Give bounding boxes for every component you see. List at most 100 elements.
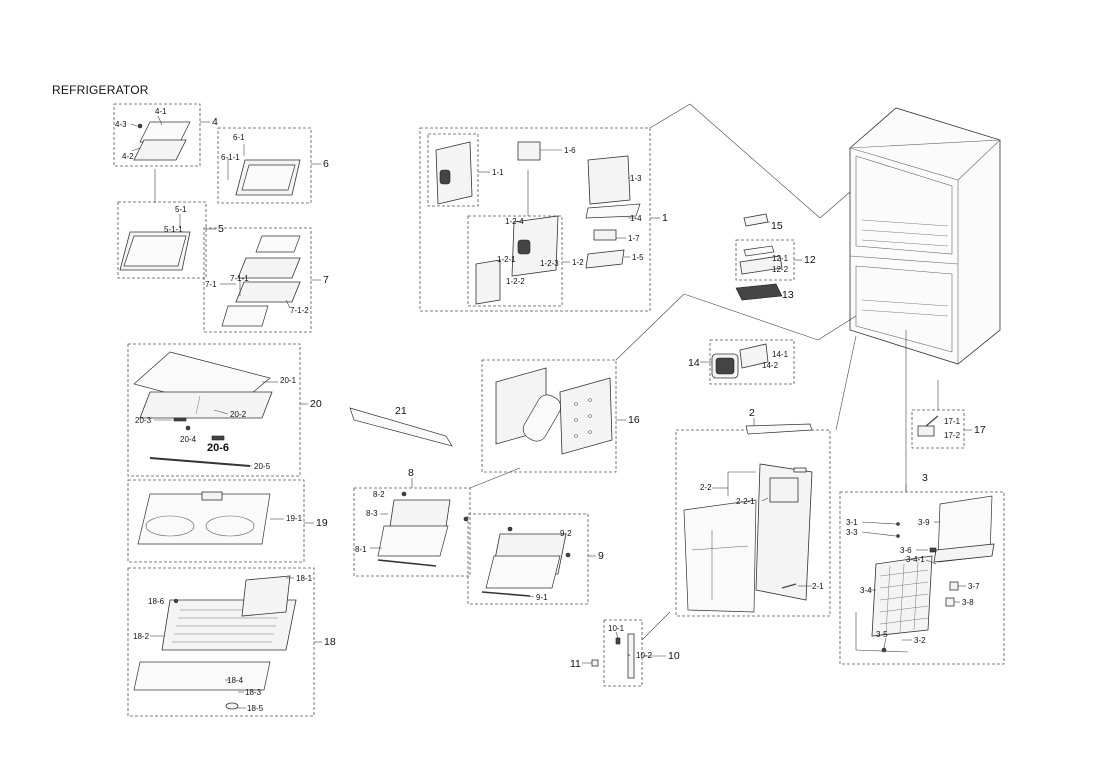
part-11	[591, 659, 599, 667]
refrigerator-cabinet	[849, 107, 1001, 365]
callout-4: 4	[212, 116, 218, 128]
callout-6-1-1: 6-1-1	[221, 153, 240, 162]
part-group-12: 12 12-1 12-2	[735, 239, 816, 281]
callout-9-1: 9-1	[536, 593, 548, 602]
callout-7: 7	[323, 274, 329, 286]
part-3-8	[945, 597, 955, 607]
callout-1-3: 1-3	[630, 174, 642, 183]
callout-18-1: 18-1	[296, 574, 313, 583]
part-20-6	[211, 435, 225, 441]
callout-5-1-1: 5-1-1	[164, 225, 183, 234]
callout-4-1: 4-1	[155, 107, 167, 116]
part-1-5	[585, 249, 625, 269]
callout-2-2: 2-2	[700, 483, 712, 492]
callout-8: 8	[408, 467, 414, 479]
callout-18: 18	[324, 636, 336, 648]
part-group-9: 9 9-2 9-1	[467, 513, 604, 605]
callout-1-2: 1-2	[572, 258, 584, 267]
part-3-1	[896, 522, 900, 526]
part-group-20: 20 20-1 20-2 20-3 20-4 20-6 20-5	[127, 343, 322, 477]
part-group-7: 7 7-1 7-1-1 7-1-2	[203, 227, 329, 333]
part-8-2	[401, 491, 407, 497]
part-1-7	[593, 229, 617, 241]
callout-6: 6	[323, 158, 329, 170]
callout-20-3: 20-3	[135, 416, 152, 425]
callout-21: 21	[395, 405, 407, 417]
part-10-2-hinge	[627, 633, 635, 679]
callout-3-5: 3-5	[876, 630, 888, 639]
callout-20-5: 20-5	[254, 462, 271, 471]
part-19-1-cover	[137, 493, 271, 545]
part-4-1-shelf-glass	[139, 121, 191, 143]
callout-3-6: 3-6	[900, 546, 912, 555]
part-20-5-rail	[149, 457, 251, 467]
part-1-2-2-cover	[475, 259, 501, 305]
callout-16: 16	[628, 414, 640, 426]
callout-17-2: 17-2	[944, 431, 961, 440]
callout-17: 17	[974, 424, 986, 436]
connector-lines	[469, 103, 939, 492]
callout-20: 20	[310, 398, 322, 410]
part-1-3-icemaker	[587, 155, 631, 205]
callout-3-2: 3-2	[914, 636, 926, 645]
part-group-4: 4 4-1 4-3 4-2	[113, 103, 218, 167]
part-group-15: 15	[743, 213, 783, 232]
part-21: 21	[349, 405, 453, 447]
callout-1-6: 1-6	[564, 146, 576, 155]
callout-20-4: 20-4	[180, 435, 197, 444]
part-group-19: 19 19-1	[127, 479, 328, 563]
part-12-2	[739, 255, 783, 275]
callout-3-4-1: 3-4-1	[906, 555, 925, 564]
part-group-13: 13	[735, 283, 794, 301]
callout-18-4: 18-4	[227, 676, 244, 685]
part-4-2-shelf-frame	[133, 139, 187, 161]
callout-8-3: 8-3	[366, 509, 378, 518]
part-18-5	[225, 702, 239, 710]
callout-1-4: 1-4	[630, 214, 642, 223]
page-title: REFRIGERATOR	[52, 83, 149, 97]
part-20-4	[185, 425, 191, 431]
part-8-1-rail	[377, 559, 437, 567]
callout-4-2: 4-2	[122, 152, 134, 161]
callout-1-2-1: 1-2-1	[497, 255, 516, 264]
part-13-filter	[735, 283, 783, 301]
part-3-3	[896, 534, 900, 538]
part-group-17: 17 17-1 17-2	[911, 409, 986, 449]
callout-17-1: 17-1	[944, 417, 961, 426]
callout-1-2-2: 1-2-2	[506, 277, 525, 286]
part-1-4	[585, 203, 641, 219]
callout-14-1: 14-1	[772, 350, 789, 359]
callout-12-1: 12-1	[772, 254, 789, 263]
callout-1-1: 1-1	[492, 168, 504, 177]
callout-19-1: 19-1	[286, 514, 303, 523]
part-18-1-panel	[241, 575, 291, 617]
part-2-handle-strip	[745, 423, 813, 435]
callout-20-6: 20-6	[207, 442, 229, 454]
part-group-18: 18 18-1 18-6 18-2 18-4 18-3 18-5	[127, 567, 336, 717]
part-group-6: 6 6-1 6-1-1	[217, 127, 329, 204]
callout-1-5: 1-5	[632, 253, 644, 262]
callout-3-8: 3-8	[962, 598, 974, 607]
callout-1-2-4: 1-2-4	[505, 217, 524, 226]
part-9-1-rail	[481, 591, 531, 597]
callout-7-1: 7-1	[205, 280, 217, 289]
callout-2: 2	[749, 407, 755, 419]
callout-18-2: 18-2	[133, 632, 150, 641]
part-20-2-drawer-frame	[139, 391, 273, 419]
callout-2-2-1: 2-2-1	[736, 497, 755, 506]
callout-4-3: 4-3	[115, 120, 127, 129]
part-3-7	[949, 581, 959, 591]
part-1-2-3-bucket	[511, 215, 559, 277]
callout-7-1-1: 7-1-1	[230, 274, 249, 283]
part-17-2	[917, 425, 935, 437]
part-18-6	[173, 598, 179, 604]
callout-12: 12	[804, 254, 816, 266]
callout-18-6: 18-6	[148, 597, 165, 606]
callout-3-4: 3-4	[860, 586, 872, 595]
callout-20-2: 20-2	[230, 410, 247, 419]
part-7-1-2-frame	[235, 281, 301, 303]
callout-2-1: 2-1	[812, 582, 824, 591]
part-group-5: 5 5-1 5-1-1	[117, 169, 224, 279]
callout-8-2: 8-2	[373, 490, 385, 499]
